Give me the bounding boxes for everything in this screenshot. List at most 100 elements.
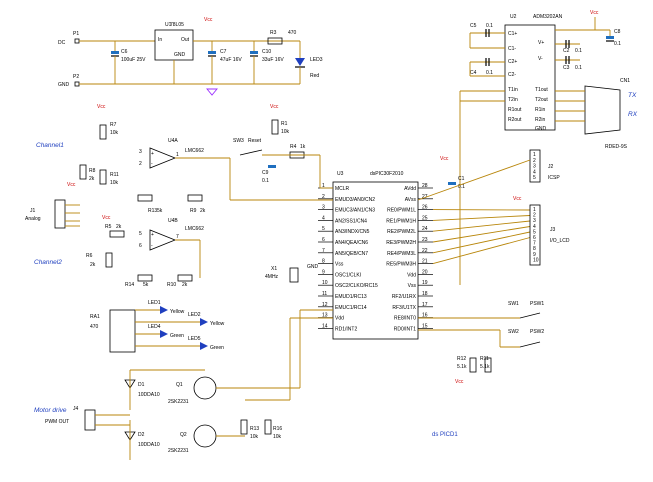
mcu-pin-name: RE1/PWM1H	[386, 218, 416, 224]
c3-ref: C3	[563, 65, 570, 71]
r8-ref: R8	[89, 168, 96, 174]
u2-pin-r1out: R1out	[508, 107, 522, 113]
u4b-plus: +	[151, 232, 154, 238]
u4a-pin3: 3	[139, 149, 142, 155]
mcu-pin-name: RF2/U1RX	[392, 294, 417, 300]
mcu-pin-num: 19	[422, 280, 428, 286]
dc-in-terminal	[75, 39, 79, 43]
mcu-pin-name: EMUC1/RC14	[335, 305, 367, 311]
c4-val: 0.1	[486, 70, 493, 76]
led3-ref: LED3	[310, 57, 323, 63]
led-ref: LED5	[188, 336, 201, 342]
mcu-pin-num: 5	[322, 226, 325, 232]
c4-ref: C4	[470, 70, 477, 76]
u2-pin-c2m: C2-	[508, 72, 516, 78]
u4b-part: LMC662	[185, 226, 204, 232]
c7-ref: C7	[220, 49, 227, 55]
c7-capacitor	[208, 51, 216, 54]
dc-in-label: DC	[58, 40, 66, 46]
r7-ref: R7	[110, 122, 117, 128]
r1-resistor	[272, 120, 278, 134]
sw1-switch	[520, 313, 540, 318]
mcu-pin-name: RE5/PWM3H	[386, 262, 416, 268]
mcu-pin-num: 14	[322, 323, 328, 329]
r11b-val: 5.1k	[480, 364, 490, 370]
vcc-label-icsp: Vcc	[440, 156, 449, 162]
u4a-plus: +	[151, 151, 154, 157]
c5-ref: C5	[470, 23, 477, 29]
led-diode	[160, 330, 168, 338]
led-color: Yellow	[210, 321, 225, 327]
mcu-pin-num: 20	[422, 269, 428, 275]
mcu-pin-num: 22	[422, 248, 428, 254]
power-supply-section: DC GND P1 P2 U1 78L05 In Out GND C6 100u…	[58, 17, 323, 95]
d1-val: 10DDA10	[138, 392, 160, 398]
gnd-label: GND	[58, 82, 70, 88]
u4a-minus: -	[151, 161, 153, 167]
mcu-pin-name: MCLR	[335, 186, 350, 192]
mcu-pin-name: OSC2/CLKO/RC15	[335, 283, 378, 289]
j1-val: Analog	[25, 216, 41, 222]
u2-pin-t2in: T2in	[508, 97, 518, 103]
mcu-pin-num: 4	[322, 215, 325, 221]
mcu-pin-name: RD1/INT2	[335, 326, 357, 332]
c6-ref: C6	[121, 49, 128, 55]
led-ref: LED4	[148, 324, 161, 330]
r5-val: 2k	[116, 224, 122, 230]
mcu-pin-num: 12	[322, 302, 328, 308]
j1-analog-connector	[55, 200, 65, 228]
u2-pin-v1: V+	[538, 40, 544, 46]
u4a-ref: U4A	[168, 138, 178, 144]
u2-pin-r2in: R2in	[535, 117, 546, 123]
mcu-pin-num: 15	[422, 323, 428, 329]
q2-val: 2SK2231	[168, 448, 189, 454]
q1-mosfet	[194, 377, 216, 399]
r4-ref: R4	[290, 144, 297, 150]
c10-val: 33uF 16V	[262, 57, 284, 63]
u2-ref: U2	[510, 14, 517, 20]
r5-ref: R5	[105, 224, 112, 230]
mcu-pin-name: EMUD3/AN0/CN2	[335, 197, 375, 203]
r13-ref: R13	[148, 208, 157, 214]
sw3-ref: SW3	[233, 138, 244, 144]
u2-pin-r2out: R2out	[508, 117, 522, 123]
r11-ref: R11	[110, 172, 119, 178]
q2-mosfet	[194, 425, 216, 447]
cn1-part: RDED-9S	[605, 144, 628, 150]
mcu-pin-name: AN3/INDX/CN5	[335, 229, 370, 235]
c8-val: 0.1	[614, 41, 621, 47]
sw1-val: PSW1	[530, 301, 544, 307]
r1-ref: R1	[281, 121, 288, 127]
j1-ref: J1	[30, 208, 36, 214]
mcu-pin-num: 2	[322, 194, 325, 200]
mcu-pin-num: 7	[322, 248, 325, 254]
r14-resistor	[138, 275, 152, 281]
j3-ref: J3	[550, 227, 556, 233]
j3-pin-num: 10	[533, 257, 539, 263]
motor-drive-label: Motor drive	[34, 407, 67, 414]
r14-ref: R14	[125, 282, 134, 288]
r14-val: 5k	[143, 282, 149, 288]
u4b-ref: U4B	[168, 218, 178, 224]
c9-val: 0.1	[262, 178, 269, 184]
r6-resistor	[106, 253, 112, 267]
r12-resistor	[470, 358, 476, 372]
r13b-resistor	[241, 420, 247, 434]
q1-ref: Q1	[176, 382, 183, 388]
r3-val: 470	[288, 30, 297, 36]
c8-capacitor	[606, 36, 614, 39]
channel2-label: Channel2	[34, 259, 62, 266]
mcu-pin-num: 6	[322, 237, 325, 243]
mcu-pin-name: AN4/QEA/CN6	[335, 240, 368, 246]
mcu-pin-name: AVss	[405, 197, 417, 203]
c10-capacitor	[250, 51, 258, 54]
mcu-pin-num: 9	[322, 269, 325, 275]
mcu-pin-name: Vdd	[335, 316, 344, 322]
r13b-ref: R13	[250, 426, 259, 432]
